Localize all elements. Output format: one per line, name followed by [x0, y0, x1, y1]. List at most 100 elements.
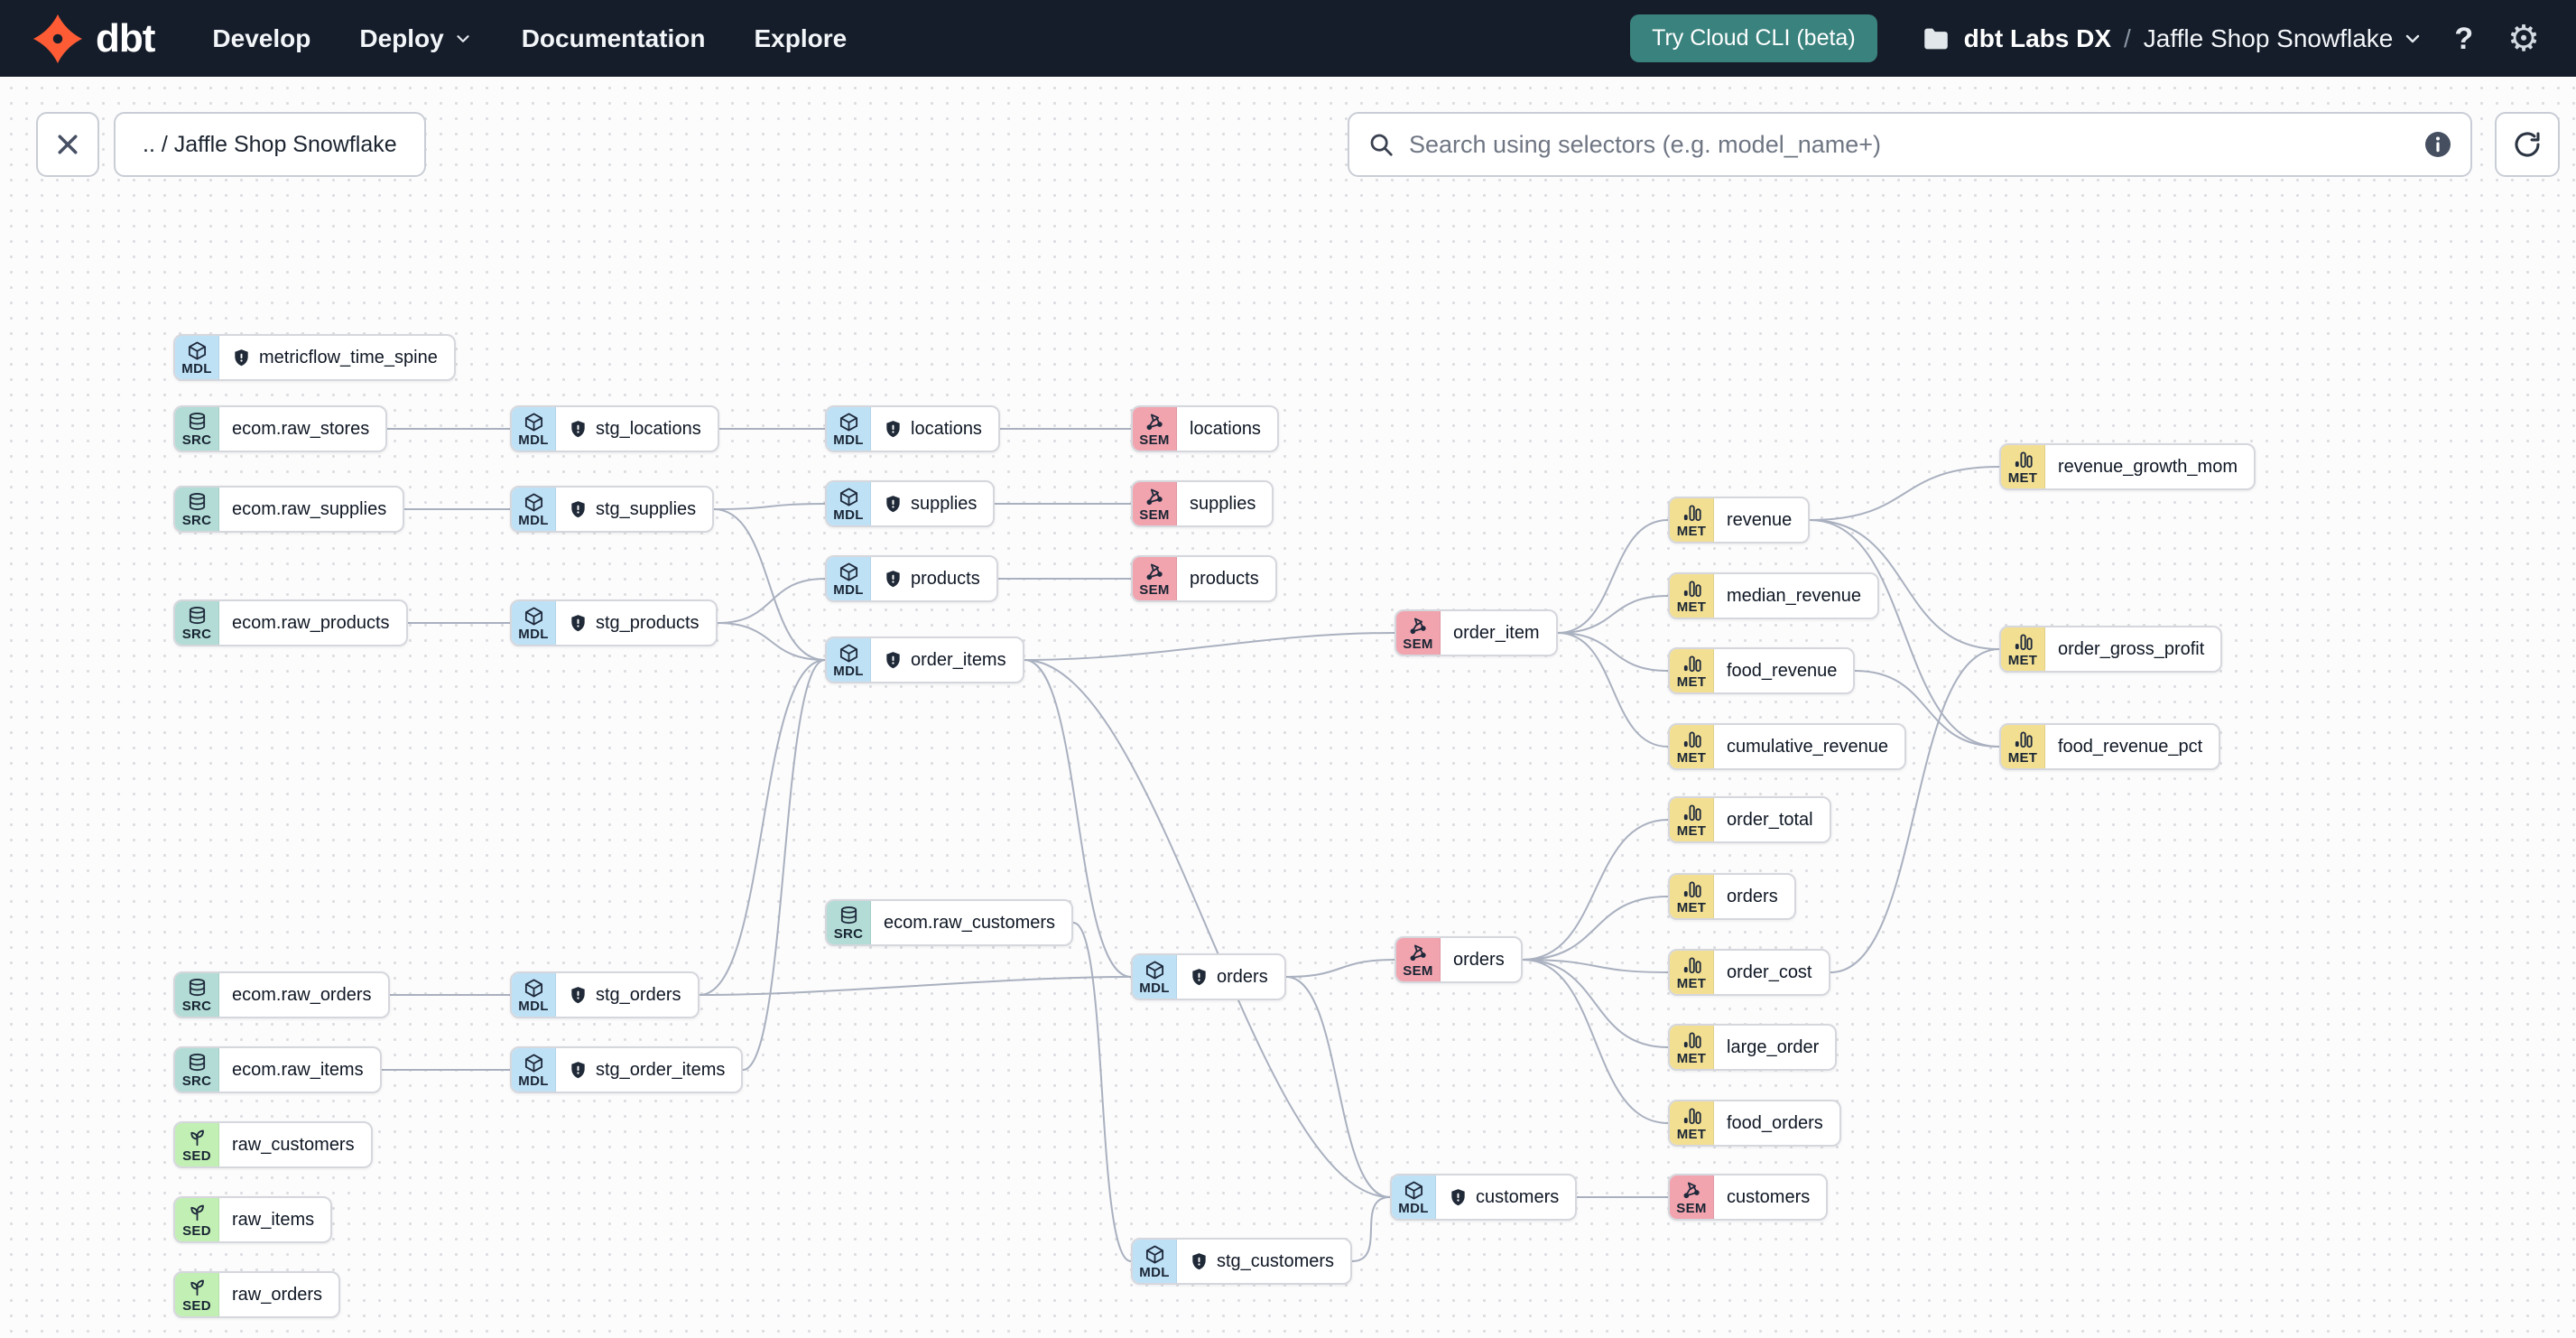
- node-type-label: SEM: [1139, 506, 1170, 523]
- nav-item-explore[interactable]: Explore: [754, 24, 847, 53]
- breadcrumb-text: .. / Jaffle Shop Snowflake: [143, 131, 397, 157]
- edge-revenue-to-revenue_growth_mom: [1809, 466, 2000, 521]
- node-type-label: SEM: [1403, 636, 1433, 652]
- edge-raw_customers_src-to-stg_customers: [1072, 922, 1132, 1262]
- node-label: order_gross_profit: [2058, 638, 2205, 659]
- shield-icon: [1190, 967, 1209, 987]
- node-type-label: SRC: [833, 925, 864, 942]
- node-label: metricflow_time_spine: [259, 347, 438, 367]
- nav-item-label: Deploy: [359, 23, 444, 52]
- search-input[interactable]: [1407, 129, 2411, 160]
- node-label: raw_orders: [232, 1284, 323, 1305]
- node-body: large_order: [1714, 1026, 1835, 1069]
- chevron-down-icon: [2402, 28, 2423, 50]
- node-label: stg_supplies: [596, 498, 697, 519]
- edge-stg_products-to-products_mdl: [717, 578, 826, 624]
- node-label: food_revenue_pct: [2058, 736, 2203, 757]
- metric-icon: [1682, 729, 1702, 750]
- node-type-label: SRC: [181, 626, 212, 642]
- node-type-badge: MDL: [1133, 955, 1177, 999]
- database-icon: [187, 978, 208, 999]
- node-type-badge: SRC: [175, 601, 219, 645]
- node-type-label: MDL: [1139, 1264, 1170, 1280]
- node-body: order_items: [871, 638, 1023, 682]
- info-icon[interactable]: [2423, 130, 2452, 159]
- nav-item-develop[interactable]: Develop: [212, 24, 310, 53]
- node-body: order_total: [1714, 798, 1830, 841]
- nav-item-deploy[interactable]: Deploy: [359, 24, 472, 53]
- account-name[interactable]: dbt Labs DX: [1963, 23, 2112, 52]
- nav-item-documentation[interactable]: Documentation: [522, 24, 706, 53]
- project-selector[interactable]: Jaffle Shop Snowflake: [2144, 24, 2424, 53]
- help-button[interactable]: ?: [2451, 20, 2477, 58]
- settings-button[interactable]: ⚙: [2504, 17, 2544, 60]
- dbt-logo[interactable]: dbt: [32, 14, 155, 64]
- cube-icon: [839, 487, 859, 507]
- cube-icon: [839, 643, 859, 664]
- breadcrumb[interactable]: .. / Jaffle Shop Snowflake: [114, 112, 426, 177]
- selector-search[interactable]: [1348, 112, 2472, 177]
- cube-icon: [524, 1053, 544, 1073]
- node-body: food_orders: [1714, 1101, 1839, 1145]
- node-type-badge: SED: [175, 1198, 219, 1241]
- cube-icon: [524, 978, 544, 999]
- node-type-badge: MDL: [827, 407, 871, 451]
- project-name: Jaffle Shop Snowflake: [2143, 23, 2394, 52]
- cube-icon: [1144, 1244, 1165, 1265]
- search-icon: [1367, 131, 1395, 158]
- close-lineage-button[interactable]: [36, 112, 99, 177]
- try-cloud-cli-button[interactable]: Try Cloud CLI (beta): [1630, 14, 1877, 62]
- shield-icon: [884, 494, 903, 514]
- node-type-label: SEM: [1139, 581, 1170, 598]
- refresh-lineage-button[interactable]: [2495, 112, 2560, 177]
- cube-icon: [839, 412, 859, 432]
- shield-icon: [569, 419, 588, 439]
- node-type-badge: SEM: [1133, 407, 1177, 451]
- semantic-model-icon: [1144, 412, 1165, 432]
- semantic-model-icon: [1144, 562, 1165, 582]
- node-type-label: MET: [2007, 469, 2038, 486]
- node-type-badge: SRC: [175, 488, 219, 531]
